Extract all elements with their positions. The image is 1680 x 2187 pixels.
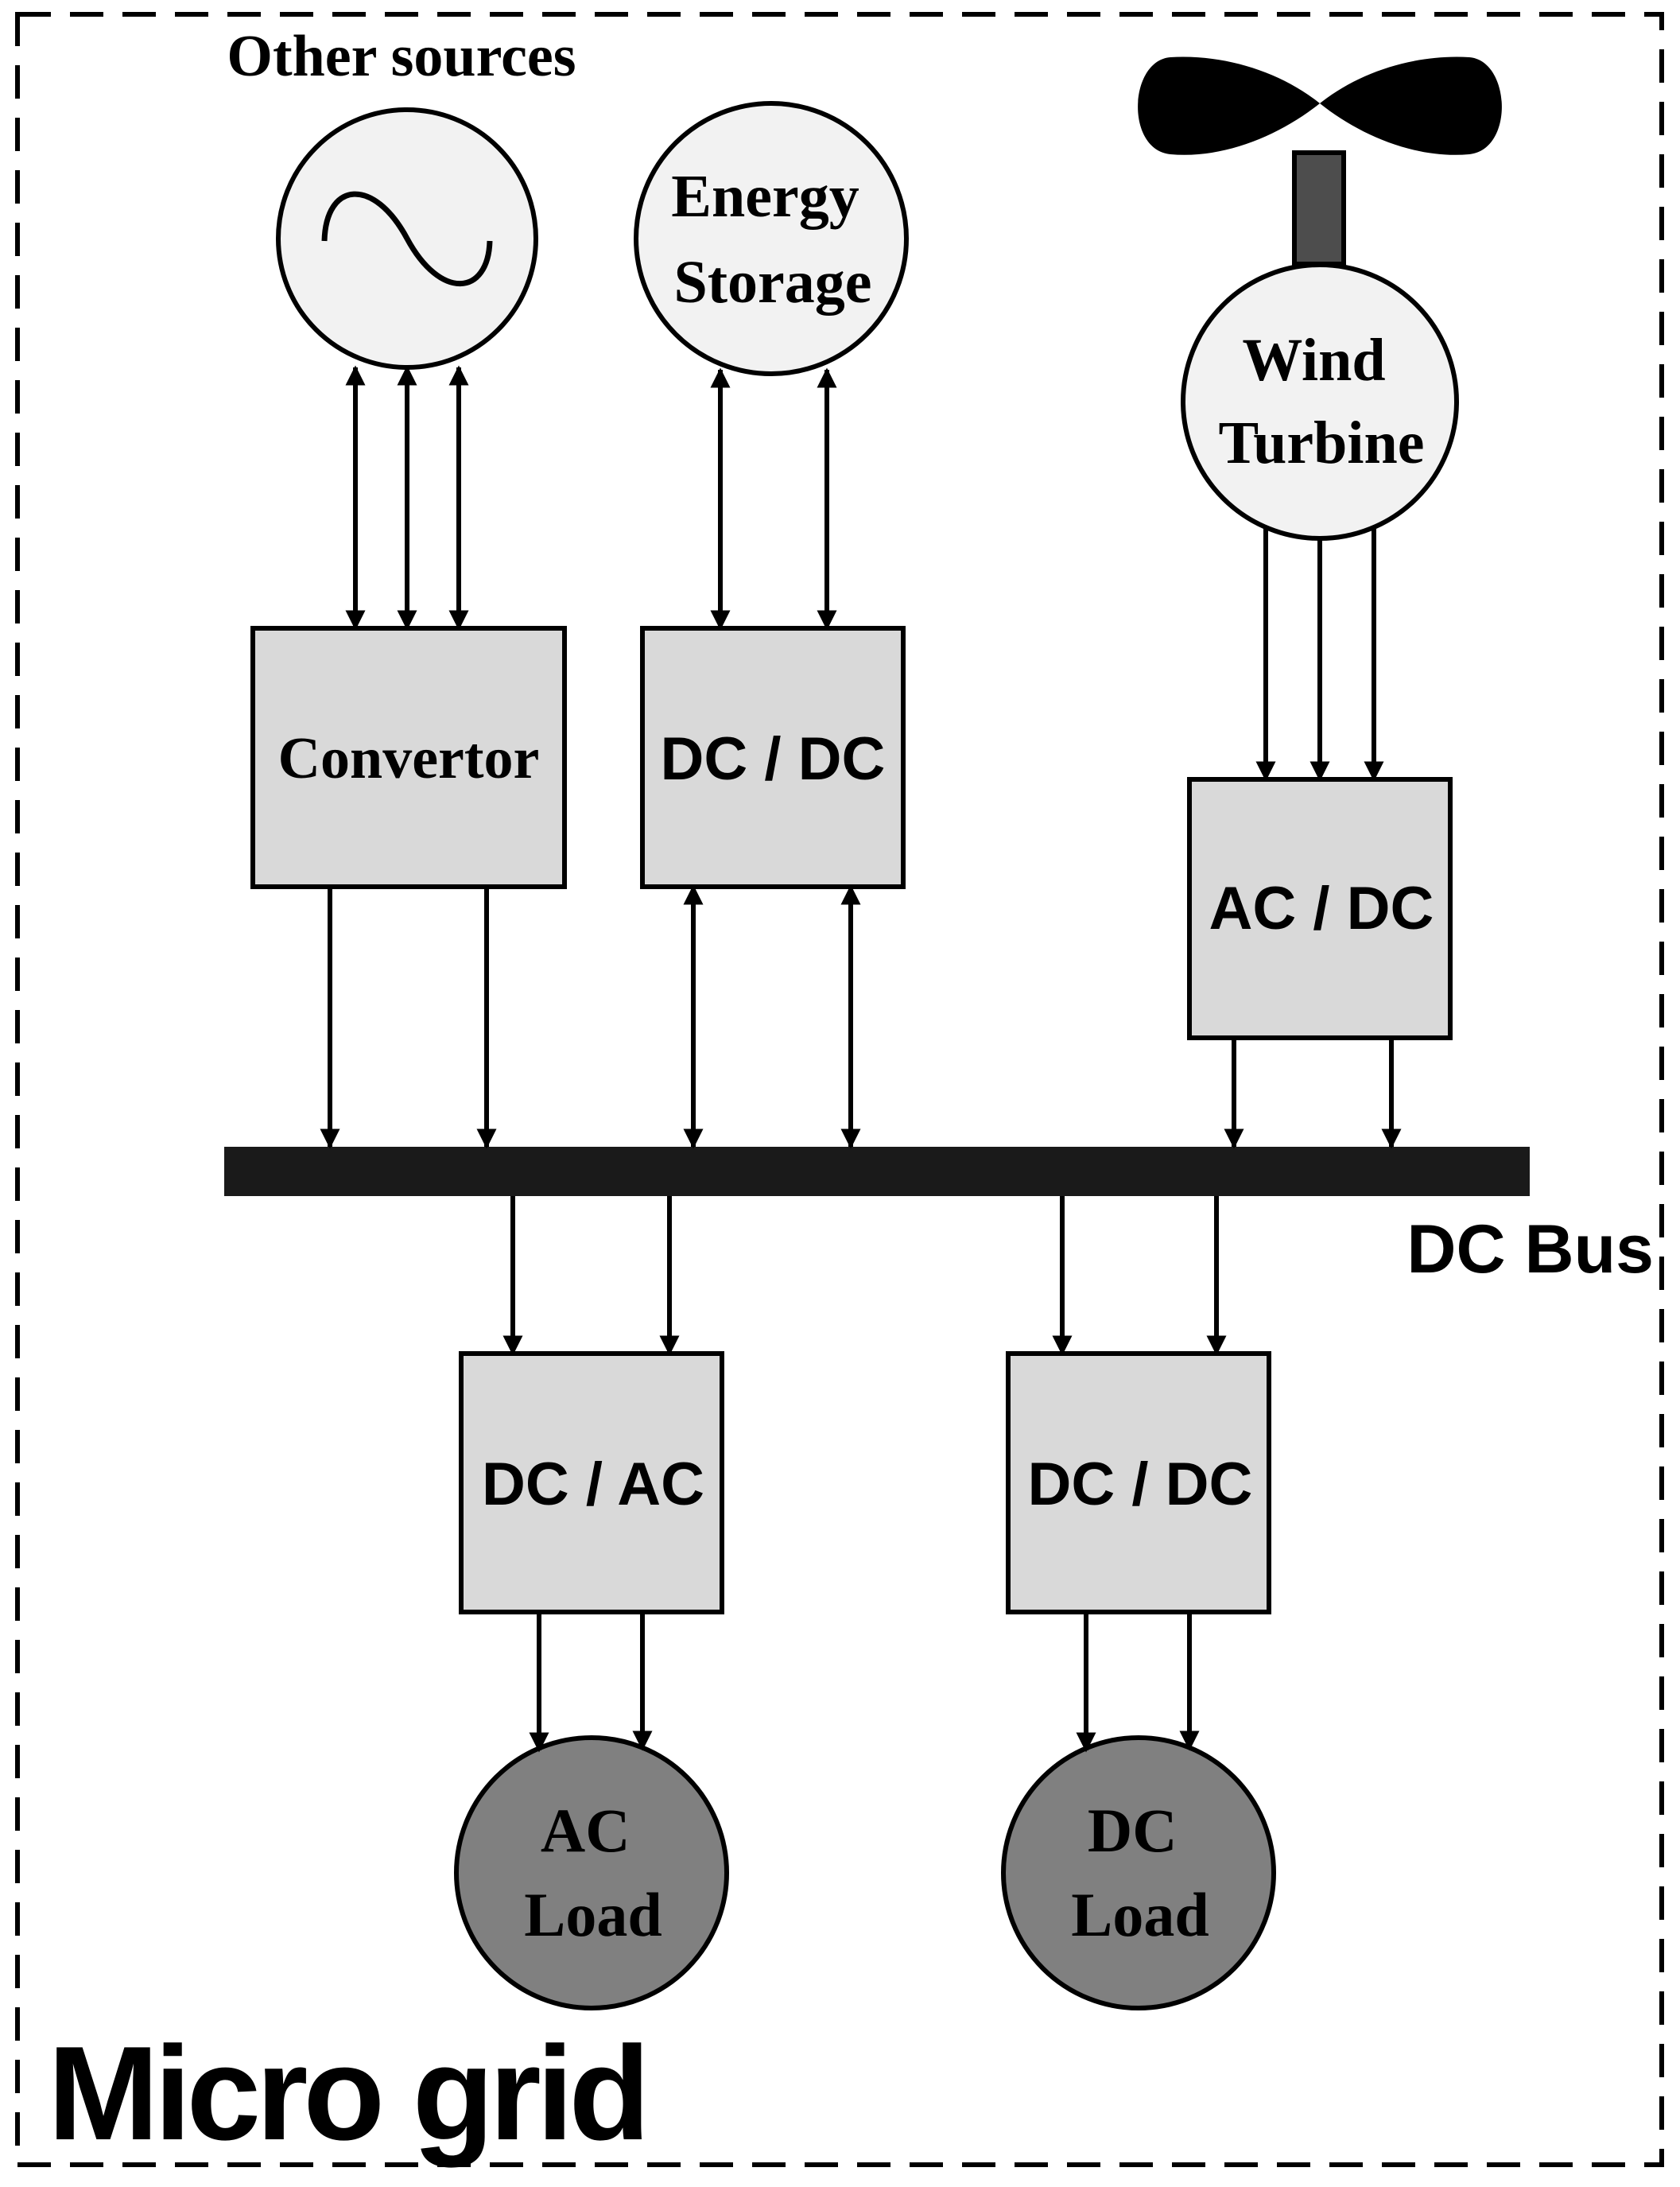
- energy-storage-label-line2: Storage: [673, 249, 871, 316]
- dc-bus-label: DC Bus: [1406, 1211, 1654, 1288]
- load-dcac-box: [459, 1351, 724, 1614]
- other-sources-label: Other sources: [227, 24, 576, 89]
- dc-bus: [224, 1147, 1530, 1196]
- wind-turbine-rotor-icon: [1138, 56, 1502, 155]
- wind-acdc-label: AC / DC: [1209, 875, 1434, 942]
- microgrid-boundary: [15, 12, 1664, 2167]
- storage-dcdc-label: DC / DC: [661, 725, 886, 793]
- ac-load-label-line2: Load: [524, 1880, 662, 1949]
- storage-dcdc-box: [640, 626, 906, 889]
- wind-turbine-mast: [1292, 150, 1346, 266]
- energy-storage-node: [634, 101, 909, 376]
- load-dcac-label: DC / AC: [482, 1451, 704, 1518]
- energy-storage-label-line1: Energy: [671, 163, 859, 230]
- load-dcdc-label: DC / DC: [1028, 1451, 1253, 1518]
- dc-load-node: [1001, 1735, 1276, 2010]
- dc-load-label-line1: DC: [1088, 1796, 1178, 1865]
- svg-text:Energy Storage: Energy Storage: [671, 163, 874, 316]
- load-dcdc-box: [1006, 1351, 1271, 1614]
- convertor-label: Convertor: [278, 726, 540, 791]
- svg-text:DC Load: DC Load: [1071, 1796, 1209, 1949]
- wind-turbine-generator: [1181, 262, 1459, 541]
- ac-load-label-line1: AC: [541, 1796, 630, 1865]
- microgrid-title: Micro grid: [48, 2018, 646, 2168]
- wind-turbine-label-line2: Turbine: [1218, 410, 1424, 476]
- ac-load-node: [454, 1735, 729, 2010]
- wind-turbine-label-line1: Wind: [1242, 327, 1385, 394]
- svg-text:Wind Turbine: Wind Turbine: [1218, 327, 1424, 476]
- svg-text:AC Load: AC Load: [524, 1796, 662, 1949]
- ac-sine-icon: [321, 191, 493, 286]
- dc-load-label-line2: Load: [1071, 1880, 1209, 1949]
